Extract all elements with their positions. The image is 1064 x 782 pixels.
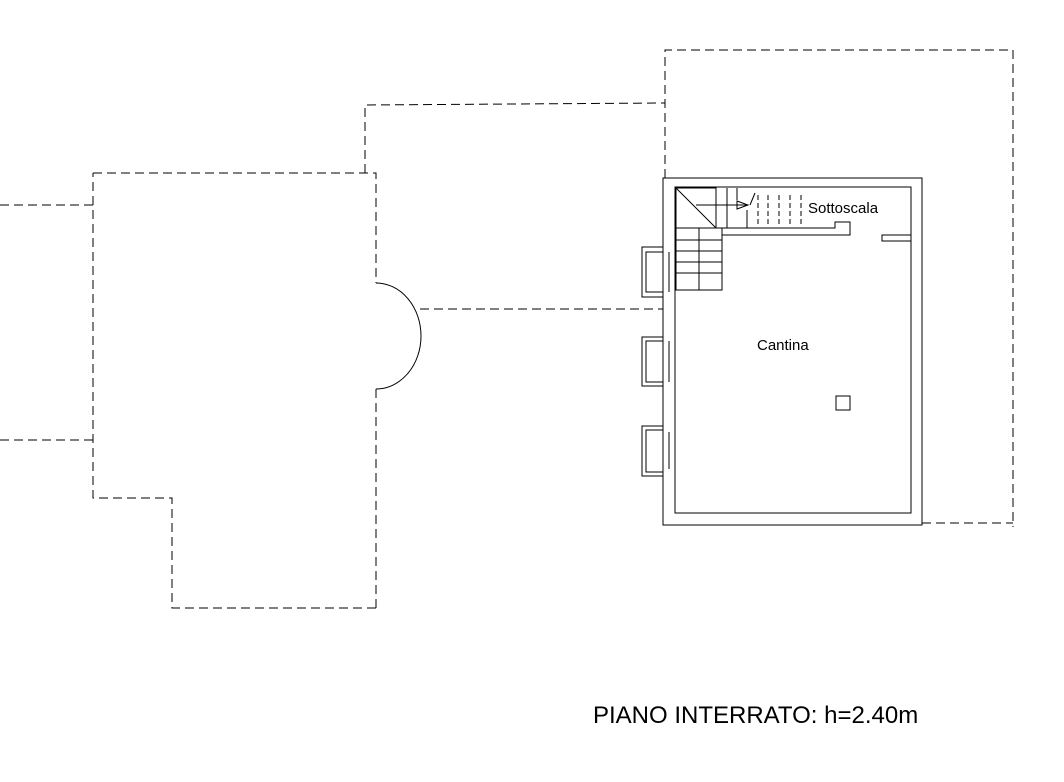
upper-flight-treads [726,188,748,228]
plan-title: PIANO INTERRATO: h=2.40m [593,702,919,729]
stair-break [749,192,756,206]
windows [641,246,670,477]
room-label-cantina: Cantina [757,337,809,354]
stair-arrow-icon [736,200,750,210]
outline-dashed [0,49,1014,612]
bay-arc [375,282,422,390]
inner-wall [674,186,912,514]
right-outline [664,49,1014,527]
pillar [835,395,851,411]
upper-outline [364,102,666,173]
room-label-sottoscala: Sottoscala [808,200,879,217]
landing-diagonal [675,187,717,229]
building [641,177,923,526]
partition-wall [721,221,851,236]
partition-wall-right [881,234,911,242]
hidden-treads [757,195,802,225]
left-building-outline [92,172,377,612]
